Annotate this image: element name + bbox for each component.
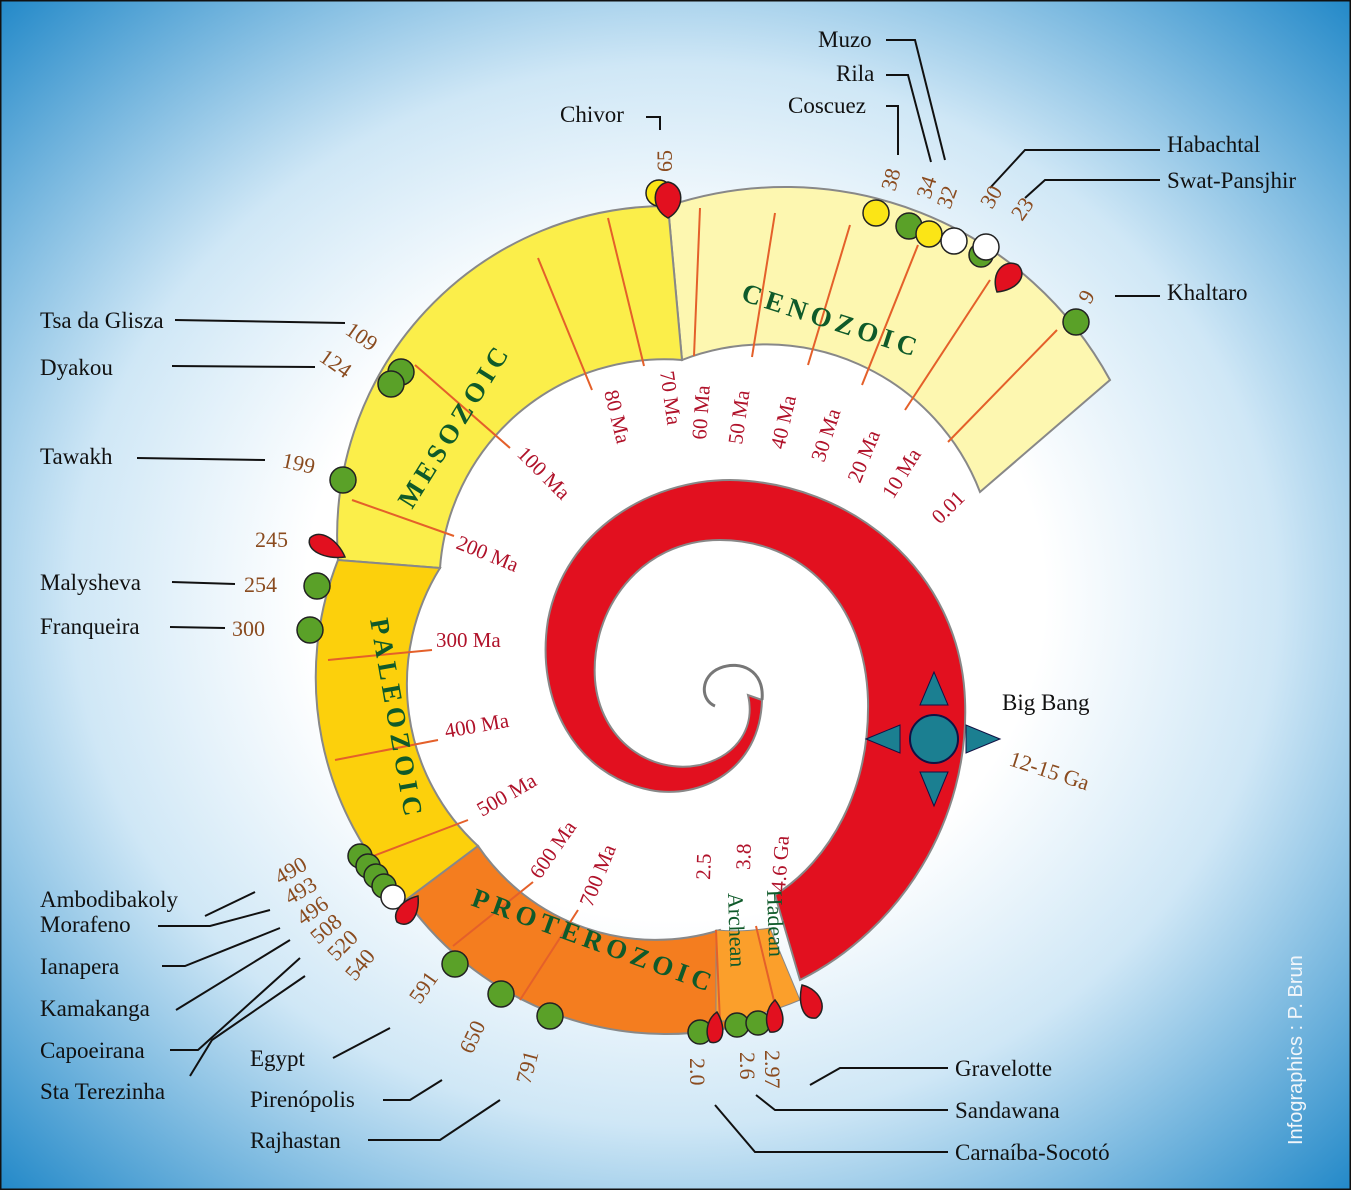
site-label-malysheva: Malysheva	[40, 570, 141, 595]
age-label: 300	[232, 616, 265, 641]
spiral-tail	[702, 663, 764, 708]
site-label-egypt: Egypt	[250, 1046, 306, 1071]
big-bang-label: Big Bang	[1002, 690, 1090, 715]
white-marker	[972, 233, 1000, 261]
red-drop-markers	[308, 181, 1023, 1044]
site-label-dyakou: Dyakou	[40, 355, 113, 380]
emerald-marker	[487, 980, 515, 1008]
scale-label: 300 Ma	[436, 628, 501, 652]
leader-lines	[136, 39, 1160, 1153]
site-label-sandawana: Sandawana	[955, 1098, 1060, 1123]
site-label-morafeno: Morafeno	[40, 912, 131, 937]
emerald-marker	[329, 466, 357, 494]
site-label-capoeirana: Capoeirana	[40, 1038, 145, 1063]
white-marker	[940, 227, 968, 255]
credit-text: Infographics : P. Brun	[1285, 955, 1307, 1145]
emerald-marker	[377, 370, 405, 398]
scale-label: 3.8	[731, 843, 756, 870]
yellow-marker	[915, 220, 943, 248]
time-spiral	[544, 478, 967, 982]
age-label: 2.6	[735, 1052, 760, 1080]
age-label: 245	[255, 527, 288, 552]
site-label-coscuez: Coscuez	[788, 93, 866, 118]
site-label-ambodibakoly: Ambodibakoly	[40, 887, 178, 912]
white-marker	[380, 884, 406, 910]
site-label-pirenopolis: Pirenópolis	[250, 1087, 355, 1112]
eon-label-archean: Archean	[723, 892, 751, 967]
site-label-chivor: Chivor	[560, 102, 624, 127]
ruby-drop-icon	[799, 984, 823, 1019]
site-label-ianapera: Ianapera	[40, 954, 119, 979]
ruby-drop-icon	[765, 998, 784, 1033]
big-bang-star-icon	[864, 670, 1002, 808]
emerald-marker	[441, 950, 469, 978]
site-label-rajhastan: Rajhastan	[250, 1128, 341, 1153]
emerald-marker	[536, 1002, 564, 1030]
cenozoic-band	[666, 186, 1112, 494]
emerald-marker	[724, 1012, 750, 1038]
age-label: 65	[652, 150, 677, 172]
scale-label: 60 Ma	[687, 384, 715, 440]
site-label-muzo: Muzo	[818, 27, 872, 52]
emerald-marker	[303, 572, 331, 600]
site-label-sta-terezinha: Sta Terezinha	[40, 1079, 165, 1104]
ruby-drop-icon	[395, 895, 419, 925]
site-label-swat-pansjhir: Swat-Pansjhir	[1167, 168, 1296, 193]
site-label-franqueira: Franqueira	[40, 614, 140, 639]
site-label-kamakanga: Kamakanga	[40, 996, 150, 1021]
age-label: 2.97	[760, 1050, 785, 1089]
ruby-drop-icon	[994, 262, 1023, 293]
ruby-drop-icon	[654, 181, 682, 219]
emerald-marker	[1062, 308, 1090, 336]
site-label-tawakh: Tawakh	[40, 444, 113, 469]
ruby-drop-icon	[308, 533, 347, 559]
yellow-marker	[862, 199, 890, 227]
scale-label: 2.5	[691, 853, 716, 880]
site-label-carnaiba-socoto: Carnaíba-Socotó	[955, 1140, 1110, 1165]
scale-label: 4.6 Ga	[766, 834, 794, 892]
era-divider-lines	[327, 207, 1058, 1023]
eon-label-hadean: Hadean	[762, 889, 789, 957]
mesozoic-band	[336, 204, 684, 570]
site-label-rila: Rila	[836, 61, 874, 86]
site-label-gravelotte: Gravelotte	[955, 1056, 1052, 1081]
ruby-drop-icon	[706, 1010, 724, 1044]
site-label-tsa-da-glisza: Tsa da Glisza	[40, 308, 164, 333]
emerald-marker	[296, 616, 324, 644]
site-label-khaltaro: Khaltaro	[1167, 280, 1247, 305]
age-label: 254	[244, 572, 277, 597]
site-label-habachtal: Habachtal	[1167, 132, 1260, 157]
age-label: 2.0	[685, 1058, 710, 1086]
